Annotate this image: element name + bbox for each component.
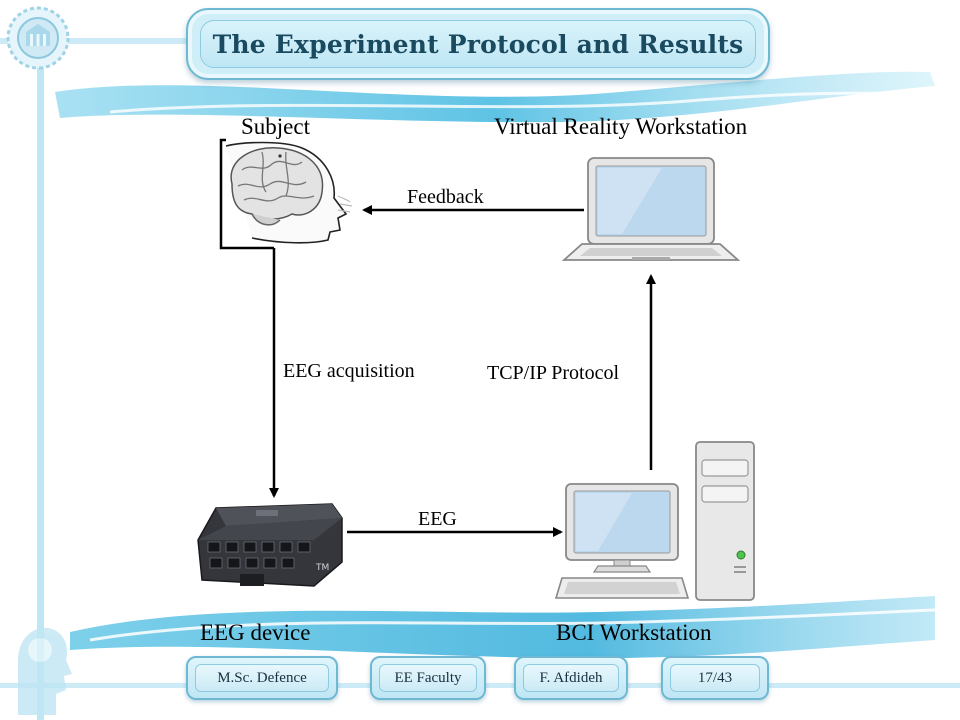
footer-defence-inner: M.Sc. Defence xyxy=(195,664,329,692)
footer-defence-text: M.Sc. Defence xyxy=(217,669,307,686)
left-rail-outer xyxy=(0,38,190,44)
label-eeg-device: EEG device xyxy=(200,620,311,645)
title-banner-inner: The Experiment Protocol and Results xyxy=(200,20,756,68)
label-bci-workstation: BCI Workstation xyxy=(556,620,712,645)
footer-faculty-inner: EE Faculty xyxy=(379,664,477,692)
bottom-swoosh xyxy=(70,596,935,659)
university-logo-icon xyxy=(6,6,70,70)
desktop-computer-icon xyxy=(554,441,755,601)
footer-faculty-text: EE Faculty xyxy=(394,669,462,686)
footer-faculty: EE Faculty xyxy=(370,656,486,700)
footer-author-inner: F. Afdideh xyxy=(523,664,619,692)
label-eeg-acquisition: EEG acquisition xyxy=(283,360,415,382)
footer-author-text: F. Afdideh xyxy=(539,669,603,686)
eeg-device-icon: TM xyxy=(197,503,343,587)
label-tcp-ip: TCP/IP Protocol xyxy=(487,362,620,384)
top-swoosh xyxy=(55,71,935,123)
subject-bracket xyxy=(219,138,274,250)
label-vr-workstation: Virtual Reality Workstation xyxy=(494,114,748,139)
head-circuit-icon xyxy=(18,627,72,715)
footer-page: 17/43 xyxy=(661,656,769,700)
footer-author: F. Afdideh xyxy=(514,656,628,700)
label-eeg: EEG xyxy=(418,508,457,530)
svg-text:TM: TM xyxy=(315,563,329,573)
label-subject: Subject xyxy=(241,114,310,139)
label-feedback: Feedback xyxy=(407,186,484,208)
page-title: The Experiment Protocol and Results xyxy=(212,29,744,59)
footer-page-inner: 17/43 xyxy=(670,664,760,692)
brain-head-icon xyxy=(225,141,353,244)
laptop-icon xyxy=(562,157,740,261)
top-swoosh-line xyxy=(109,91,931,114)
page-number: 17/43 xyxy=(697,669,733,686)
bottom-swoosh-line xyxy=(89,608,936,642)
left-rail xyxy=(37,60,44,720)
footer-defence: M.Sc. Defence xyxy=(186,656,338,700)
title-banner: The Experiment Protocol and Results xyxy=(186,8,770,80)
